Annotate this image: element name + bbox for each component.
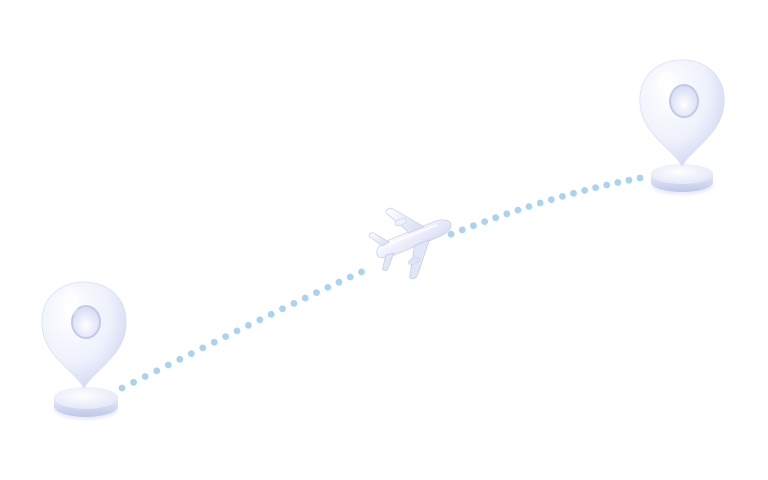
route-dot [514, 206, 522, 214]
route-dot [130, 378, 138, 386]
route-dot [199, 344, 207, 352]
route-dot [301, 294, 309, 302]
route-dot [118, 384, 126, 392]
route-dot [603, 181, 611, 189]
airplane-icon [368, 207, 452, 280]
route-dot [164, 361, 172, 369]
dotted-route-path [118, 174, 644, 392]
route-dot [141, 373, 149, 380]
route-dot [358, 268, 365, 276]
route-dot [210, 338, 218, 346]
route-dot [536, 199, 544, 207]
route-dot [222, 333, 230, 340]
route-dot [559, 193, 566, 200]
route-dot [547, 196, 555, 204]
route-dot [625, 176, 633, 184]
start-location-pin [41, 281, 127, 420]
route-dot [492, 214, 500, 222]
route-dot [324, 284, 332, 291]
route-dot [614, 179, 622, 186]
route-dot [279, 305, 286, 313]
route-dot [176, 355, 184, 363]
map-pin-icon [639, 59, 725, 195]
route-dot [233, 327, 241, 335]
route-dot [458, 226, 466, 234]
route-dot [525, 203, 533, 210]
route-dot [335, 278, 343, 286]
route-dot [153, 367, 161, 375]
route-dot [581, 187, 588, 194]
route-dot [245, 321, 252, 329]
map-pin-icon [41, 281, 127, 420]
route-dot [636, 174, 644, 182]
route-dot [346, 273, 354, 281]
route-dot [503, 210, 511, 218]
route-dot [256, 316, 264, 324]
route-dot [267, 310, 275, 318]
route-dot [290, 300, 298, 307]
route-dot [592, 184, 599, 192]
destination-location-pin [639, 59, 725, 195]
route-dot [187, 350, 195, 357]
route-dot [313, 289, 320, 296]
route-dot [470, 222, 477, 230]
route-dot [481, 218, 488, 226]
route-dot [570, 189, 577, 197]
route-dot [447, 230, 455, 238]
airplane-vehicle [368, 207, 452, 280]
